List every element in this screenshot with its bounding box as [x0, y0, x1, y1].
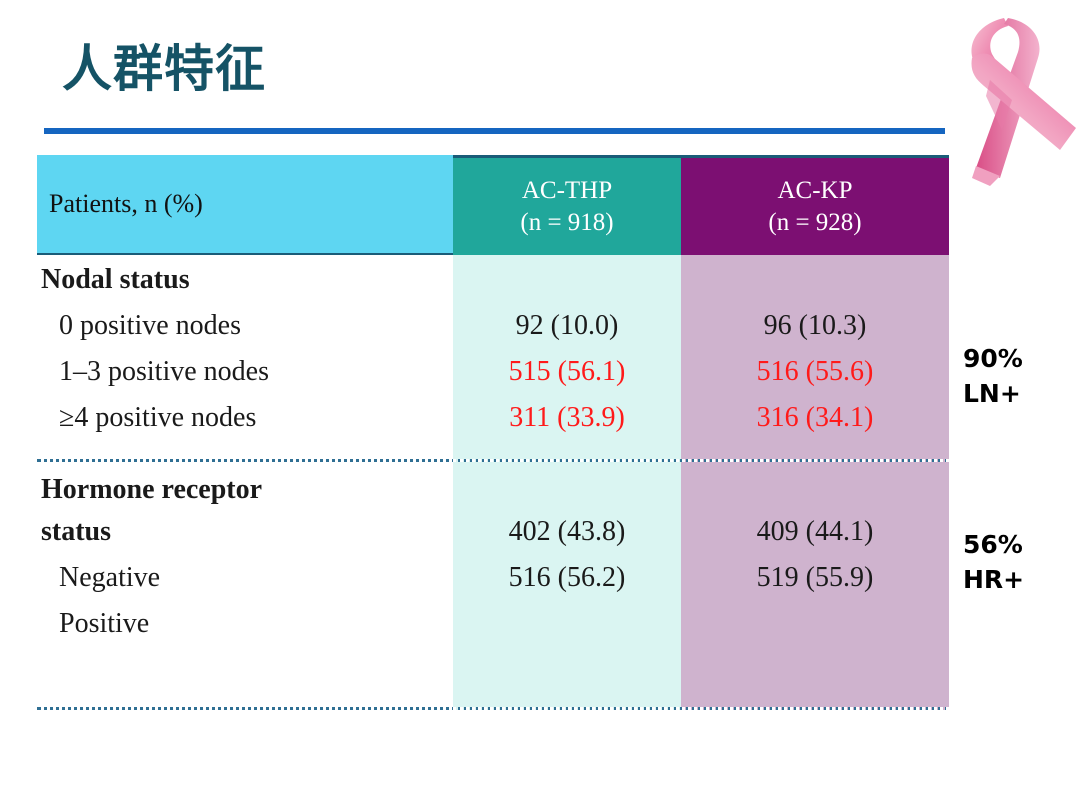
row-value-ac-thp: 402 (43.8) [508, 516, 626, 547]
table-bottom-divider-overlay [453, 707, 949, 710]
col-ac-kp-n: (n = 928) [768, 208, 862, 236]
table-row: status 402 (43.8) 409 (44.1) [37, 511, 949, 553]
demographics-table: Patients, n (%) AC-THP (n = 918) AC-KP (… [37, 155, 949, 710]
section-title-hormone-receptor-line1: Hormone receptor [41, 474, 263, 505]
table-header-col-ac-thp: AC-THP (n = 918) [453, 155, 681, 255]
section-nodal-status: Nodal status 0 positive nodes 92 (10.0) … [37, 255, 949, 459]
row-value-ac-kp: 516 (55.6) [756, 356, 874, 387]
section-title-hormone-receptor-line2: status [41, 516, 112, 547]
annotation-ln-label: LN+ [963, 378, 1021, 408]
table-row: 1–3 positive nodes 515 (56.1) 516 (55.6) [37, 351, 949, 393]
table-header-label-cell: Patients, n (%) [37, 155, 453, 255]
row-label: Negative [59, 562, 161, 593]
section-title-nodal-status: Nodal status [41, 264, 190, 295]
row-label: ≥4 positive nodes [59, 402, 257, 433]
row-value-ac-kp: 316 (34.1) [756, 402, 874, 433]
title-divider-rule [44, 128, 945, 134]
table-header-row: Patients, n (%) AC-THP (n = 918) AC-KP (… [37, 155, 949, 255]
page-title: 人群特征 [62, 40, 266, 98]
annotation-ln-percent: 90% [963, 344, 1023, 373]
section-hormone-receptor-status: Hormone receptor status 402 (43.8) 409 (… [37, 459, 949, 710]
table-row: Negative 516 (56.2) 519 (55.9) [37, 557, 949, 599]
row-value-ac-thp: 92 (10.0) [515, 310, 619, 341]
row-label: 1–3 positive nodes [59, 356, 269, 387]
section-divider-overlay [453, 459, 949, 462]
annotation-hr-positive: 56% HR+ [963, 528, 1024, 597]
row-value-ac-kp: 409 (44.1) [756, 516, 874, 547]
row-label: Positive [59, 608, 150, 639]
annotation-hr-percent: 56% [963, 530, 1023, 559]
column-background-ac-thp [453, 255, 681, 710]
table-row: Hormone receptor [37, 469, 949, 511]
row-value-ac-thp: 311 (33.9) [509, 402, 625, 433]
column-background-ac-kp [681, 255, 949, 710]
table-header-label-text: Patients, n (%) [49, 189, 203, 218]
col-ac-thp-name: AC-THP [521, 176, 613, 204]
col-ac-thp-n: (n = 918) [520, 208, 614, 236]
annotation-hr-label: HR+ [963, 564, 1025, 594]
table-row: 0 positive nodes 92 (10.0) 96 (10.3) [37, 305, 949, 347]
col-ac-kp-name: AC-KP [777, 176, 853, 204]
row-label: 0 positive nodes [59, 310, 241, 341]
row-value-ac-thp: 515 (56.1) [508, 356, 626, 387]
row-value-ac-kp: 96 (10.3) [763, 310, 867, 341]
table-body: Nodal status 0 positive nodes 92 (10.0) … [37, 255, 949, 710]
pink-awareness-ribbon-icon [971, 18, 1076, 186]
table-row: Nodal status [37, 259, 949, 301]
row-value-ac-kp: 519 (55.9) [756, 562, 874, 593]
table-row: ≥4 positive nodes 311 (33.9) 316 (34.1) [37, 397, 949, 439]
table-row: Positive [37, 603, 949, 645]
annotation-ln-positive: 90% LN+ [963, 342, 1023, 411]
row-value-ac-thp: 516 (56.2) [508, 562, 626, 593]
table-header-col-ac-kp: AC-KP (n = 928) [681, 155, 949, 255]
